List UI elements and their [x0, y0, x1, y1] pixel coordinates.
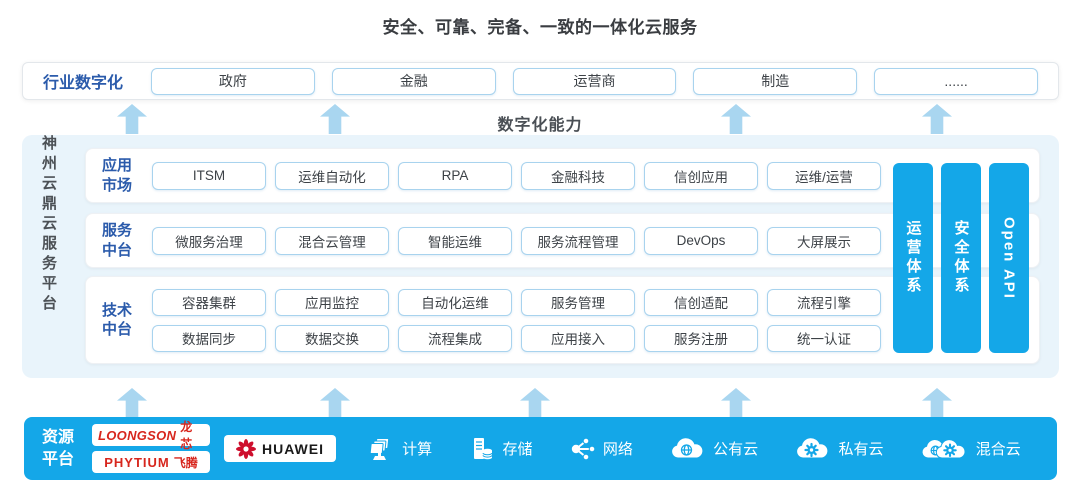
up-arrow-icon	[117, 388, 147, 418]
industry-box-finance: 金融	[331, 67, 496, 95]
hybrid-cloud-icon	[920, 436, 968, 462]
app-market-items: ITSM 运维自动化 RPA 金融科技 信创应用 运维/运营	[152, 161, 881, 190]
network-icon	[569, 436, 595, 462]
cell-fintech: 金融科技	[521, 161, 635, 190]
cell-ops-automation: 运维自动化	[275, 161, 389, 190]
industry-row: 行业数字化 政府 金融 运营商 制造 ......	[22, 62, 1059, 100]
resource-platform-bar: 资源平台 LOONGSON 龙芯 PHYTIUM 飞腾	[24, 417, 1057, 480]
cell-big-screen: 大屏展示	[767, 226, 881, 255]
cell-data-sync: 数据同步	[152, 324, 266, 352]
resource-item-label: 私有云	[838, 441, 884, 458]
resource-item-label: 计算	[402, 441, 433, 458]
cloud-platform-panel: 神州云鼎云服务平台 应用市场 ITSM 运维自动化 RPA 金融科技 信创应用 …	[22, 135, 1059, 378]
resource-item-compute: 计算	[368, 436, 432, 462]
tech-middle-items: 容器集群 应用监控 自动化运维 服务管理 信创适配 流程引擎 数据同步 数据交换…	[152, 288, 881, 352]
cell-xinchuang-adaptation: 信创适配	[644, 288, 758, 316]
cell-app-access: 应用接入	[521, 324, 635, 352]
cell-container-cluster: 容器集群	[152, 288, 266, 316]
private-cloud-icon	[794, 436, 830, 462]
resource-item-storage: 存储	[468, 436, 533, 462]
cell-service-process-mgmt: 服务流程管理	[521, 226, 635, 255]
tech-middle-label: 技术中台	[102, 301, 133, 339]
up-arrow-icon	[520, 388, 550, 418]
resource-platform-label: 资源平台	[42, 428, 75, 468]
phytium-chip: PHYTIUM 飞腾	[92, 451, 210, 473]
industry-items: 政府 金融 运营商 制造 ......	[151, 67, 1038, 95]
page-title: 安全、可靠、完备、一致的一体化云服务	[382, 18, 698, 37]
cell-app-monitoring: 应用监控	[275, 288, 389, 316]
digital-capability-label: 数字化能力	[497, 117, 583, 134]
huawei-flower-icon	[236, 438, 256, 459]
cell-xinchuang-app: 信创应用	[644, 161, 758, 190]
resource-item-label: 公有云	[713, 441, 759, 458]
platform-side-title: 神州云鼎云服务平台	[40, 135, 57, 315]
cell-data-exchange: 数据交换	[275, 324, 389, 352]
public-cloud-icon	[669, 436, 705, 462]
cell-service-registry: 服务注册	[644, 324, 758, 352]
industry-box-operator: 运营商	[512, 67, 677, 95]
cell-itsm: ITSM	[152, 161, 266, 190]
cell-devops: DevOps	[644, 226, 758, 255]
industry-box-manufacturing: 制造	[693, 67, 858, 95]
service-middle-row: 服务中台 微服务治理 混合云管理 智能运维 服务流程管理 DevOps 大屏展示	[85, 213, 1040, 268]
cell-rpa: RPA	[398, 161, 512, 190]
service-middle-label: 服务中台	[102, 222, 133, 259]
up-arrow-icon	[320, 388, 350, 418]
industry-box-more: ......	[874, 67, 1038, 95]
huawei-logo: HUAWEI	[262, 440, 324, 457]
service-middle-items: 微服务治理 混合云管理 智能运维 服务流程管理 DevOps 大屏展示	[152, 226, 881, 255]
compute-icon	[368, 436, 394, 462]
resource-items: 计算	[350, 436, 1039, 462]
cell-service-mgmt: 服务管理	[521, 288, 635, 316]
cell-hybrid-cloud-mgmt: 混合云管理	[275, 226, 389, 255]
resource-item-public-cloud: 公有云	[669, 436, 758, 462]
industry-row-label: 行业数字化	[43, 75, 124, 92]
phytium-logo: PHYTIUM	[104, 454, 170, 470]
resource-item-label: 存储	[502, 441, 533, 458]
cell-process-engine: 流程引擎	[767, 288, 881, 316]
up-arrow-icon	[922, 388, 952, 418]
tech-middle-row: 技术中台 容器集群 应用监控 自动化运维 服务管理 信创适配 流程引擎 数据同步…	[85, 276, 1040, 364]
loongson-logo: LOONGSON	[98, 427, 177, 443]
app-market-row: 应用市场 ITSM 运维自动化 RPA 金融科技 信创应用 运维/运营	[85, 148, 1040, 203]
up-arrow-icon	[721, 388, 751, 418]
resource-item-label: 混合云	[975, 441, 1021, 458]
resource-item-network: 网络	[569, 436, 633, 462]
storage-icon	[468, 436, 494, 462]
loongson-chip: LOONGSON 龙芯	[92, 420, 210, 451]
cell-intelligent-ops: 智能运维	[398, 226, 512, 255]
cell-automated-ops: 自动化运维	[398, 288, 512, 316]
huawei-chip: HUAWEI	[224, 435, 336, 462]
resource-item-hybrid-cloud: 混合云	[920, 436, 1021, 462]
vendor-chips: LOONGSON 龙芯 PHYTIUM 飞腾	[92, 420, 210, 473]
cell-process-integration: 流程集成	[398, 324, 512, 352]
pillar-operation-system: 运营体系	[893, 163, 933, 353]
resource-item-private-cloud: 私有云	[794, 436, 883, 462]
industry-box-government: 政府	[151, 67, 315, 95]
cell-unified-auth: 统一认证	[767, 324, 881, 352]
pillar-open-api: Open API	[989, 163, 1029, 353]
resource-item-label: 网络	[602, 441, 633, 458]
cell-microservice-governance: 微服务治理	[152, 226, 266, 255]
pillar-security-system: 安全体系	[941, 163, 981, 353]
app-market-label: 应用市场	[102, 157, 133, 194]
cell-ops-operation: 运维/运营	[767, 161, 881, 190]
